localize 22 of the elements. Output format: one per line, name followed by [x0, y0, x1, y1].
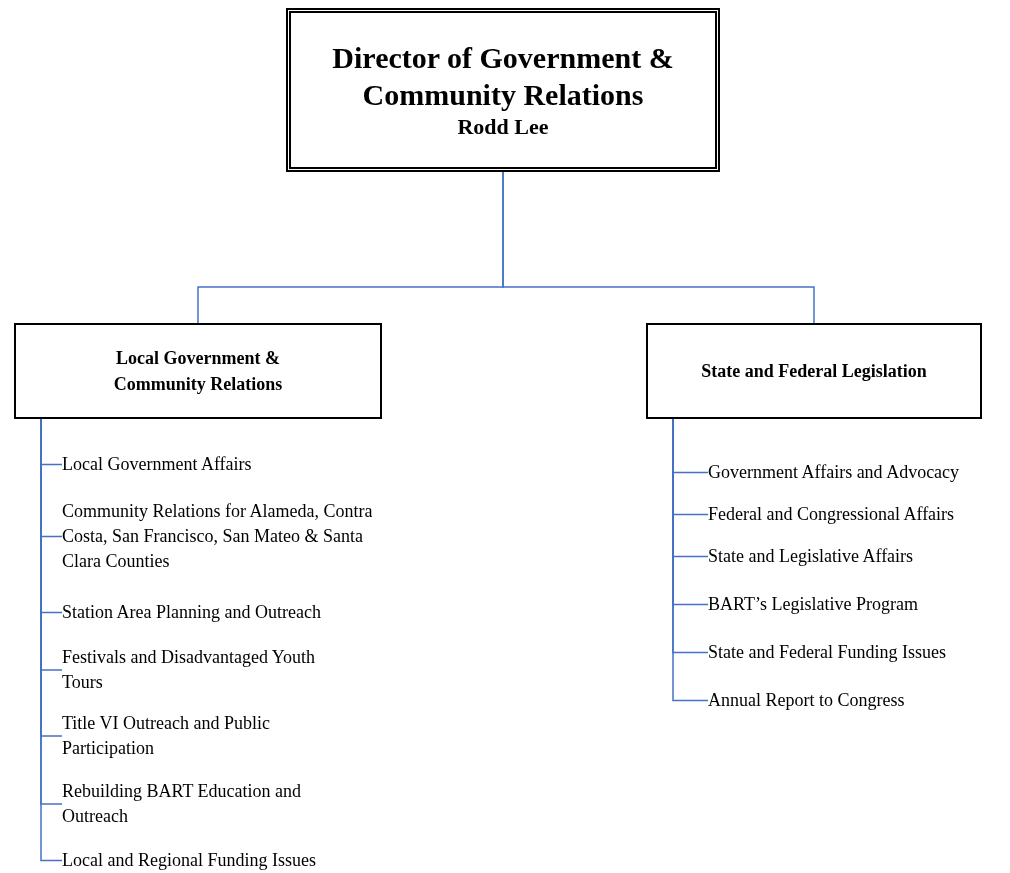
function-item: Title VI Outreach and Public Participation — [62, 711, 317, 761]
unit-box — [646, 323, 982, 419]
function-item: BART’s Legislative Program — [708, 592, 1008, 617]
function-item: Federal and Congressional Affairs — [708, 502, 1008, 527]
connector-line — [672, 418, 709, 702]
function-item: State and Federal Funding Issues — [708, 640, 1008, 665]
person-name: Rodd Lee — [457, 113, 549, 141]
title-box — [286, 8, 720, 172]
unit-title: State and Federal Legislation — [701, 360, 927, 383]
unit-title: Local Government & Community Relations — [112, 347, 284, 396]
function-item: Festivals and Disadvantaged Youth Tours — [62, 645, 317, 695]
position-title: Director of Government & Community Relations — [331, 40, 675, 113]
function-item: Local and Regional Funding Issues — [62, 848, 382, 873]
function-item: Rebuilding BART Education and Outreach — [62, 779, 357, 829]
function-item: Annual Report to Congress — [708, 688, 1008, 713]
function-item: Community Relations for Alameda, Contra Costa, San Francisco, San Mateo & Santa Clara Counties — [62, 499, 377, 574]
unit-box — [14, 323, 382, 419]
function-item: Local Government Affairs — [62, 452, 382, 477]
connector-line — [502, 171, 815, 324]
function-item: Government Affairs and Advocacy — [708, 460, 1008, 485]
function-item: State and Legislative Affairs — [708, 544, 1008, 569]
function-item: Station Area Planning and Outreach — [62, 600, 382, 625]
